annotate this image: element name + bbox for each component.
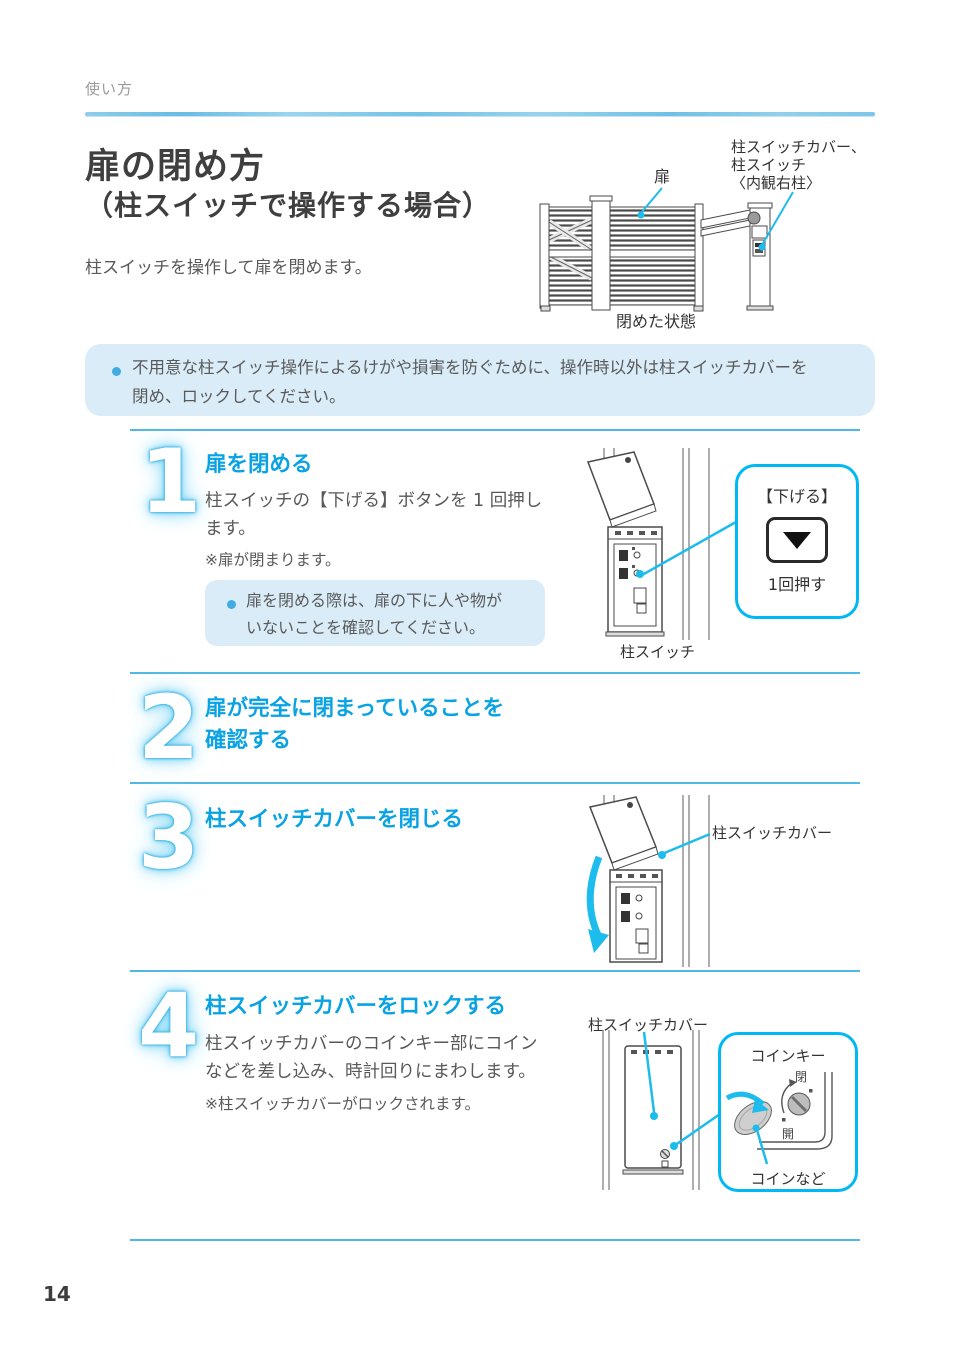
notice-line-1: 不用意な柱スイッチ操作によるけがや損害を防ぐために、操作時以外は柱スイッチカバー… [132, 358, 808, 377]
cover-leader [658, 832, 711, 859]
step-4-body-line-1: 柱スイッチカバーのコインキー部にコイン [205, 1034, 538, 1054]
brush-divider [85, 112, 875, 116]
open-cover-drawing [588, 796, 659, 871]
step-2-heading-line-1: 扉が完全に閉まっていることを [205, 696, 505, 721]
cover-corner-drawing [757, 1072, 833, 1150]
step-1-tip-box: 扉を閉める際は、扉の下に人や物が いないことを確認してください。 [205, 580, 545, 646]
step-2-number: 2 [138, 676, 200, 779]
down-button [766, 517, 828, 563]
step-4-number: 4 [138, 974, 200, 1077]
callout-leader [642, 520, 737, 577]
step-3-cover-label: 柱スイッチカバー [712, 824, 833, 842]
fence-frame-lines [603, 448, 710, 640]
switch-body-drawing [609, 869, 663, 963]
gate-overview-diagram: 扉 柱スイッチカバー、 柱スイッチ 〈内観右柱〉 閉めた状態 [539, 138, 866, 331]
button-leader-dot [636, 570, 644, 578]
page-header-label: 使い方 [85, 80, 134, 98]
open-cover-drawing [586, 451, 657, 528]
section-divider [130, 672, 860, 674]
coin-key-drawing: 閉 開 [725, 1070, 833, 1165]
step-4-body: 柱スイッチカバーのコインキー部にコイン などを差し込み、時計回りにまわします。 [205, 1030, 538, 1087]
gate-leader-line [640, 187, 663, 214]
pillar-switch-label: 柱スイッチ [731, 156, 806, 174]
tip-line-1: 扉を閉める際は、扉の下に人や物が [246, 591, 503, 610]
cover-leader-dot [658, 851, 666, 859]
pillar-leader-dot [758, 243, 766, 251]
section-divider [130, 782, 860, 784]
cover-label-leader-dot [650, 1112, 658, 1120]
step-2-heading: 扉が完全に閉まっていることを 確認する [205, 693, 504, 758]
step-4-heading: 柱スイッチカバーをロックする [205, 994, 507, 1019]
dial-open-label: 開 [782, 1127, 794, 1141]
page-subtitle: （柱スイッチで操作する場合） [85, 189, 492, 222]
step-1-tip-text: 扉を閉める際は、扉の下に人や物が いないことを確認してください。 [246, 587, 535, 641]
section-divider [130, 429, 860, 431]
gate-arm-drawing [700, 209, 751, 237]
down-button-label: 【下げる】 [756, 487, 837, 506]
coin-label: コインなど [750, 1170, 826, 1188]
close-arrow-icon [586, 855, 609, 953]
step-1-heading: 扉を閉める [205, 452, 313, 477]
coin-key-label: コインキー [750, 1047, 826, 1065]
pillar-drawing [746, 202, 774, 311]
tip-line-2: いないことを確認してください。 [246, 618, 486, 638]
cover-label-leader-line [642, 1031, 656, 1113]
step-1-body: 柱スイッチの【下げる】ボタンを 1 回押し ます。 [205, 487, 542, 544]
step-3-number: 3 [138, 786, 200, 889]
step-4-body-line-2: などを差し込み、時計回りにまわします。 [205, 1062, 536, 1083]
step-4-note: ※柱スイッチカバーがロックされます。 [205, 1095, 480, 1113]
down-arrow-icon [783, 531, 811, 549]
coin-drawing [734, 1101, 772, 1135]
step-1-body-line-1: 柱スイッチの【下げる】ボタンを 1 回押し [205, 491, 543, 511]
switch-body-drawing [605, 526, 665, 637]
step-1-diagram-caption: 柱スイッチ [620, 643, 696, 661]
step-1-body-line-2: ます。 [205, 519, 256, 540]
locked-cover-diagram [602, 1030, 700, 1190]
step-4-cover-label: 柱スイッチカバー [588, 1016, 709, 1034]
coinkey-leader-line [673, 1112, 721, 1148]
fence-frame-lines [602, 1030, 700, 1190]
page-title: 扉の閉め方 [85, 147, 266, 187]
cover-leader-line [661, 832, 711, 856]
press-once-label: 1回押す [767, 575, 827, 594]
pillar-switch-open-diagram [586, 448, 710, 640]
step-1-number: 1 [140, 430, 202, 533]
closed-state-caption: 閉めた状態 [616, 312, 696, 331]
pillar-leader-line [761, 191, 794, 246]
section-divider [130, 970, 860, 972]
step-2-heading-line-2: 確認する [205, 728, 292, 754]
coin-leader-dot [752, 1124, 760, 1132]
close-cover-diagram [586, 795, 710, 967]
coin-key-callout: コインキー 閉 開 [718, 1032, 858, 1192]
inner-right-pillar-label: 〈内観右柱〉 [731, 174, 821, 192]
safety-notice-box: 不用意な柱スイッチ操作によるけがや損害を防ぐために、操作時以外は柱スイッチカバー… [85, 344, 875, 416]
press-down-callout: 【下げる】 1回押す [735, 464, 859, 619]
notice-bullet-icon [112, 367, 121, 376]
turn-arrow-icon [725, 1091, 769, 1113]
pillar-switch-cover-label: 柱スイッチカバー、 [731, 138, 866, 156]
intro-text: 柱スイッチを操作して扉を閉めます。 [85, 258, 372, 278]
page-number: 14 [43, 1282, 71, 1306]
gate-leader-dot [637, 211, 645, 219]
callout-leader-line [642, 520, 737, 577]
coin-leader-line [755, 1129, 769, 1165]
safety-notice-text: 不用意な柱スイッチ操作によるけがや損害を防ぐために、操作時以外は柱スイッチカバー… [132, 353, 859, 412]
tip-bullet-icon [227, 600, 236, 609]
coinkey-leader [670, 1112, 721, 1150]
step-1-note: ※扉が閉まります。 [205, 551, 341, 569]
section-divider [130, 1239, 860, 1241]
dial-close-label: 閉 [795, 1070, 807, 1084]
coin-key-dial [781, 1079, 813, 1122]
gate-label: 扉 [654, 167, 670, 186]
gate-drawing [539, 195, 704, 312]
notice-line-2: 閉め、ロックしてください。 [132, 387, 346, 407]
step-3-heading: 柱スイッチカバーを閉じる [205, 807, 464, 832]
